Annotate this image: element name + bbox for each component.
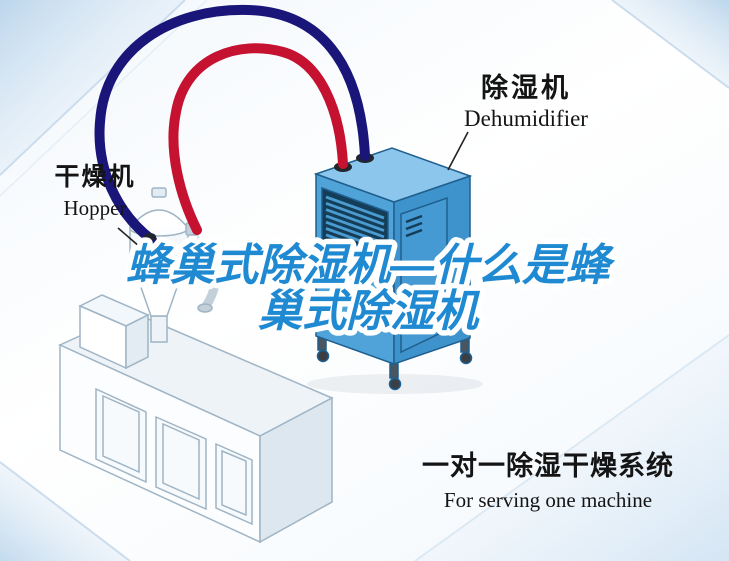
molding-machine xyxy=(58,294,334,544)
hopper-label-en: Hopper xyxy=(63,195,127,220)
pointer-lines xyxy=(117,131,469,254)
dehumidifier-machine xyxy=(313,147,473,391)
dehumidifier-wheel xyxy=(388,377,402,391)
blue-hose xyxy=(94,4,370,245)
hopper-label: 干燥机 Hopper xyxy=(42,163,148,221)
corner-bottom-left-edge xyxy=(0,461,131,561)
dehumidifier-control-knob xyxy=(454,278,460,284)
hopper-pointer-line xyxy=(117,227,148,254)
hoses xyxy=(94,4,370,245)
hopper-duct xyxy=(193,236,221,309)
machine-side-face xyxy=(259,396,333,544)
red-hose xyxy=(168,43,348,235)
page-title: 蜂巢式除湿机—什么是蜂 巢式除湿机 xyxy=(121,236,622,342)
system-caption: 一对一除湿干燥系统 For serving one machine xyxy=(398,451,698,513)
machine-door-3 xyxy=(215,442,253,526)
hose-port-hopper xyxy=(144,233,156,241)
dehumidifier-label: 除湿机 Dehumidifier xyxy=(438,73,614,132)
corner-top-right-edge xyxy=(611,0,729,89)
hopper-label-cn: 干燥机 xyxy=(54,163,136,191)
hopper-duct-end xyxy=(197,303,213,313)
dehumidifier-control-display xyxy=(452,246,462,254)
system-caption-cn: 一对一除湿干燥系统 xyxy=(422,451,674,481)
dehumidifier-wheel xyxy=(316,349,330,363)
dehumidifier-label-cn: 除湿机 xyxy=(481,73,571,103)
title-line-1: 蜂巢式除湿机—什么是蜂 xyxy=(126,241,616,290)
hopper-neck xyxy=(150,315,168,343)
corner-bottom-right-edge xyxy=(414,334,729,561)
machine-door-3-inner xyxy=(221,449,247,517)
dehumidifier-wheel xyxy=(459,351,473,365)
hopper-dome-cap xyxy=(151,187,167,198)
dehumidifier-door xyxy=(400,196,448,354)
dehumidifier-control-button xyxy=(452,260,462,268)
system-caption-en: For serving one machine xyxy=(443,487,653,512)
machine-door-2-inner xyxy=(162,422,200,501)
title-line-2: 巢式除湿机 xyxy=(258,287,481,336)
dehumidifier-pointer-line xyxy=(447,131,469,171)
machine-door-1-inner xyxy=(102,394,140,474)
dehumidifier-grille-slits xyxy=(325,195,385,258)
dehumidifier-leg xyxy=(389,363,399,379)
feed-box-side xyxy=(125,313,149,370)
dehumidifier-door-vents xyxy=(405,214,423,238)
dehumidifier-label-en: Dehumidifier xyxy=(464,105,588,131)
